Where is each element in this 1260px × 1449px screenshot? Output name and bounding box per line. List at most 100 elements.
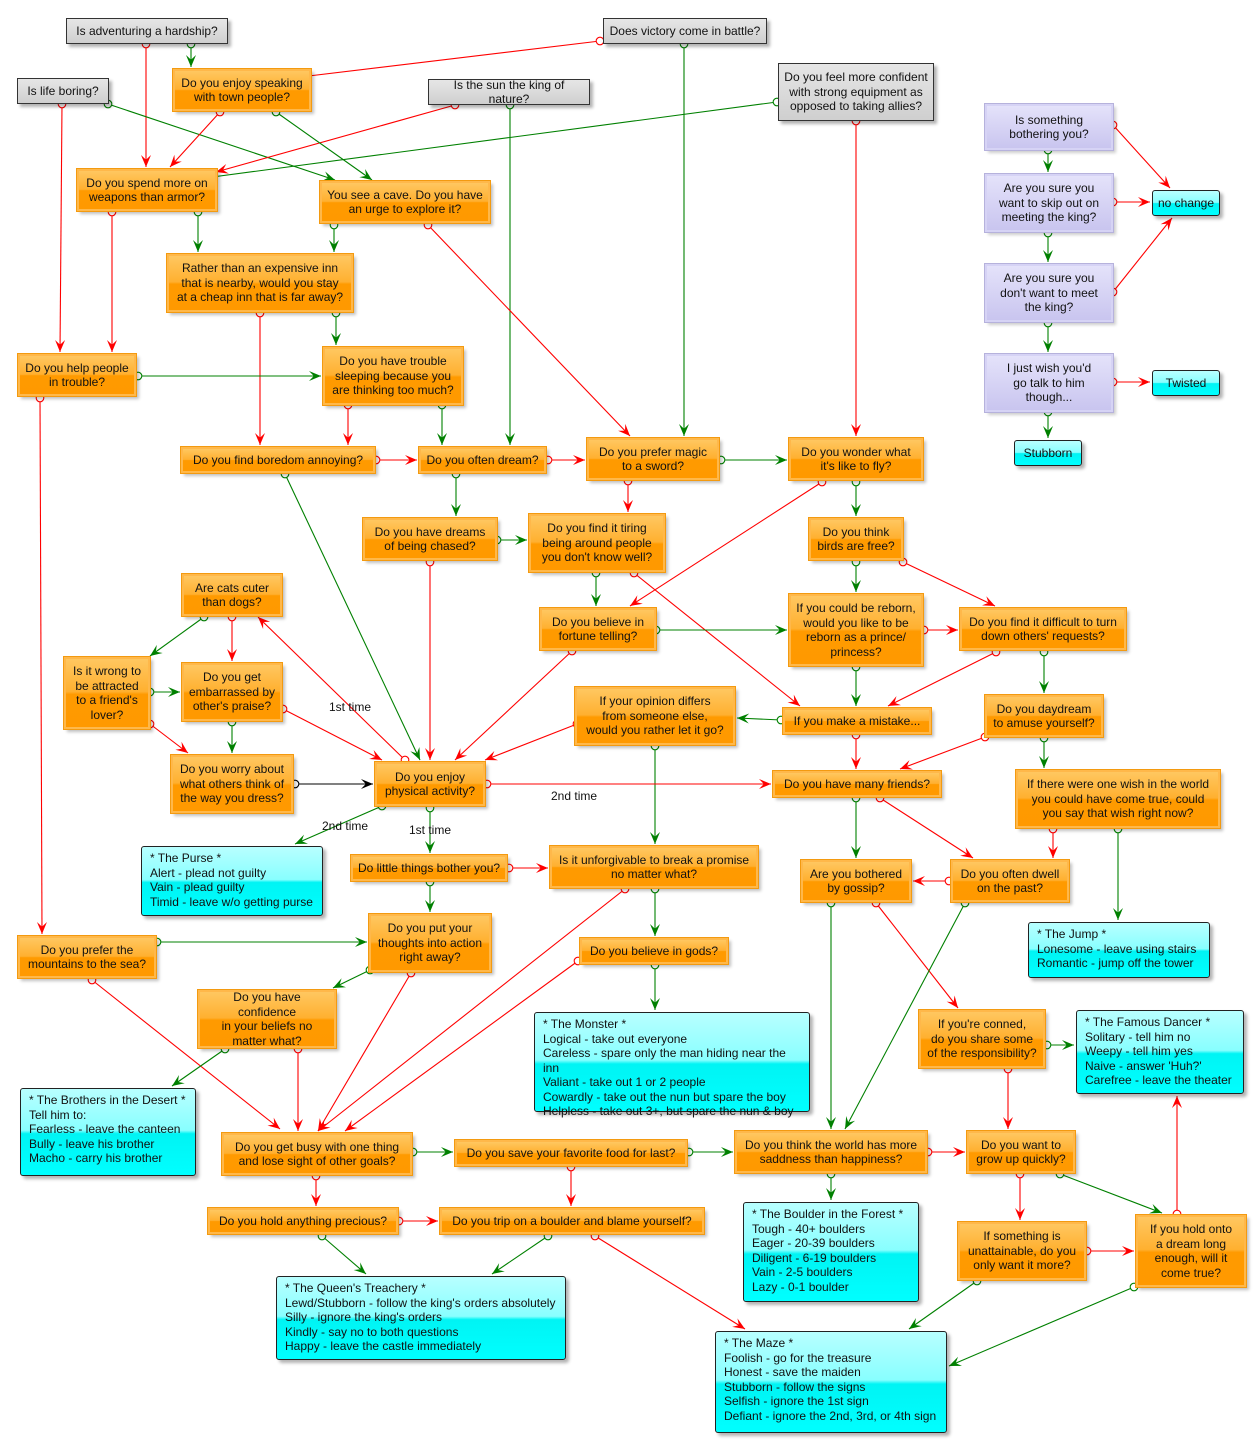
arrowhead-icon bbox=[1172, 1096, 1182, 1108]
connector-line bbox=[899, 736, 986, 770]
outcome-box-c8: * The Monster * Logical - take out every… bbox=[534, 1012, 810, 1118]
edge-o20-to-o28 bbox=[650, 741, 660, 844]
arrowhead-icon bbox=[150, 644, 163, 656]
edge-o38-to-o39 bbox=[923, 1147, 965, 1157]
edge-o37-to-o38 bbox=[684, 1147, 733, 1157]
arrowhead-icon bbox=[721, 1147, 733, 1157]
edge-o33-to-o31 bbox=[152, 937, 367, 947]
question-box-o18: Is it wrong to be attracted to a friend'… bbox=[63, 656, 151, 730]
question-box-o3: You see a cave. Do you have an urge to e… bbox=[319, 180, 491, 224]
arrowhead-icon bbox=[1113, 908, 1123, 920]
edge-o5-to-o6 bbox=[133, 371, 321, 381]
arrowhead-icon bbox=[343, 433, 353, 445]
edge-p2-to-p3 bbox=[1043, 228, 1053, 262]
connector-origin-icon bbox=[898, 557, 908, 567]
arrowhead-icon bbox=[1039, 756, 1049, 768]
edge-o1-to-o2 bbox=[169, 107, 225, 168]
arrowhead-icon bbox=[455, 748, 468, 760]
edge-o14-to-o18 bbox=[149, 612, 209, 657]
connector-line bbox=[879, 797, 974, 859]
arrowhead-icon bbox=[451, 504, 461, 516]
edge-o33-to-o36 bbox=[87, 975, 281, 1130]
arrowhead-icon bbox=[425, 748, 435, 760]
edge-o5-to-o33 bbox=[35, 393, 47, 935]
arrowhead-icon bbox=[573, 455, 585, 465]
edge-label: 1st time bbox=[409, 823, 452, 837]
connector-line bbox=[39, 397, 43, 935]
arrowhead-icon bbox=[227, 741, 237, 753]
edge-o36-to-o40 bbox=[311, 1171, 321, 1206]
edge-o11-to-o12 bbox=[492, 535, 527, 545]
question-box-o6: Do you have trouble sleeping because you… bbox=[322, 346, 464, 406]
connector-line bbox=[454, 650, 573, 761]
question-box-o5: Do you help people in trouble? bbox=[17, 353, 137, 397]
connector-line bbox=[189, 101, 778, 181]
edge-o27-to-o31 bbox=[425, 877, 435, 912]
outcome-box-c6: * The Famous Dancer * Solitary - tell hi… bbox=[1076, 1010, 1244, 1094]
arrowhead-icon bbox=[1043, 426, 1053, 438]
outcome-box-c9: * The Queen's Treachery * Lewd/Stubborn … bbox=[276, 1276, 566, 1360]
question-box-p1: Is something bothering you? bbox=[984, 103, 1114, 151]
question-box-o26: If there were one wish in the world you … bbox=[1015, 769, 1221, 829]
arrowhead-icon bbox=[318, 1118, 329, 1131]
edge-o37-to-o41 bbox=[566, 1162, 576, 1206]
question-box-o35: If you're conned, do you share some of t… bbox=[918, 1009, 1046, 1069]
arrowhead-icon bbox=[787, 694, 800, 706]
arrowhead-icon bbox=[1003, 1117, 1013, 1129]
edge-o17-to-o21 bbox=[887, 647, 1001, 707]
arrowhead-icon bbox=[775, 455, 787, 465]
edge-g2-to-o9 bbox=[679, 39, 689, 436]
connector-line bbox=[1059, 1173, 1163, 1214]
arrowhead-icon bbox=[55, 339, 66, 352]
arrowhead-icon bbox=[492, 1263, 505, 1274]
connector-line bbox=[321, 1235, 367, 1275]
connector-line bbox=[875, 902, 959, 1009]
edge-o24-to-o27 bbox=[425, 803, 435, 853]
connector-line bbox=[59, 103, 63, 353]
arrowhead-icon bbox=[1043, 160, 1053, 172]
edge-o12-to-o15 bbox=[591, 568, 601, 606]
edge-o28-to-o32 bbox=[650, 884, 660, 936]
edge-p4-to-c2 bbox=[1108, 377, 1150, 387]
question-box-o30: Do you often dwell on the past? bbox=[950, 859, 1070, 903]
edge-o14-to-o19 bbox=[227, 612, 237, 661]
connector-line bbox=[317, 972, 412, 1132]
arrowhead-icon bbox=[888, 696, 901, 706]
arrowhead-icon bbox=[650, 924, 660, 936]
edge-p1-to-p2 bbox=[1043, 145, 1053, 172]
connector-line bbox=[633, 572, 801, 707]
edge-o9-to-o12 bbox=[623, 476, 633, 512]
arrowhead-icon bbox=[410, 747, 420, 760]
arrowhead-icon bbox=[1048, 846, 1058, 858]
arrowhead-icon bbox=[193, 240, 203, 252]
question-box-o15: Do you believe in fortune telling? bbox=[539, 607, 657, 651]
edge-g1-to-o2 bbox=[141, 39, 151, 167]
arrowhead-icon bbox=[737, 713, 750, 724]
arrowhead-icon bbox=[36, 921, 47, 934]
edge-o40-to-o41 bbox=[394, 1216, 438, 1226]
question-box-o2: Do you spend more on weapons than armor? bbox=[76, 168, 218, 212]
edge-o8-to-o11 bbox=[451, 469, 461, 516]
arrowhead-icon bbox=[845, 1116, 856, 1129]
edge-o21-to-o25 bbox=[851, 730, 861, 769]
question-box-o34: Do you have confidence in your beliefs n… bbox=[197, 989, 337, 1049]
arrowhead-icon bbox=[267, 1117, 280, 1129]
arrowhead-icon bbox=[311, 1194, 321, 1206]
connector-line bbox=[171, 1048, 226, 1087]
arrowhead-icon bbox=[258, 617, 271, 629]
arrowhead-icon bbox=[591, 594, 601, 606]
question-box-o7: Do you find boredom annoying? bbox=[180, 446, 376, 474]
arrowhead-icon bbox=[186, 55, 196, 67]
arrowhead-icon bbox=[900, 760, 913, 770]
edge-o34-to-o36 bbox=[293, 1044, 303, 1131]
edge-o6-to-o8 bbox=[437, 400, 447, 445]
question-box-o40: Do you hold anything precious? bbox=[207, 1207, 399, 1235]
edge-o39-to-o43 bbox=[1055, 1169, 1163, 1214]
connector-line bbox=[107, 103, 336, 181]
question-box-o31: Do you put your thoughts into action rig… bbox=[368, 913, 492, 973]
edge-o38-to-c10 bbox=[826, 1169, 836, 1200]
arrowhead-icon bbox=[1015, 1208, 1025, 1220]
question-box-o1: Do you enjoy speaking with town people? bbox=[172, 68, 312, 112]
arrowhead-icon bbox=[949, 1356, 962, 1366]
connector-line bbox=[284, 473, 421, 761]
